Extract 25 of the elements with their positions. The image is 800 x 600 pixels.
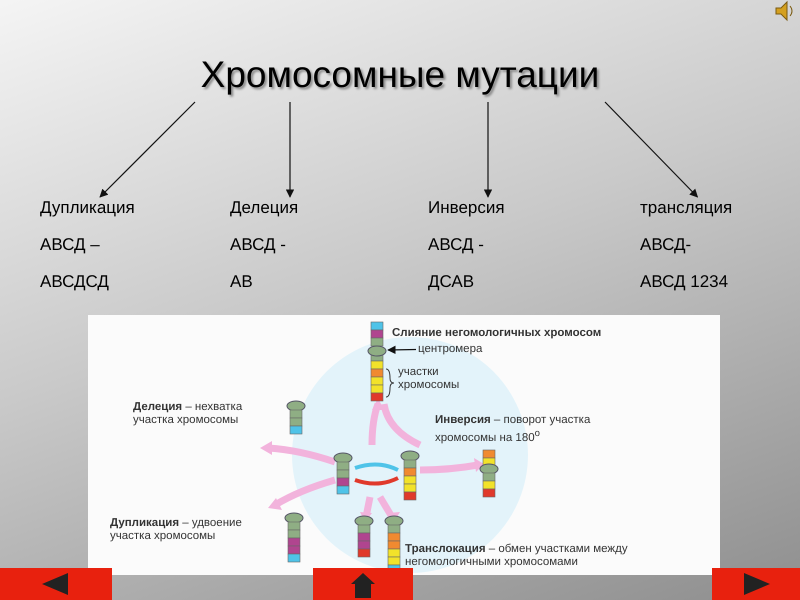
gene-sequence: АВСД – [40, 235, 101, 256]
gene-sequence: АВСД- [640, 235, 692, 256]
caption-text: Транслокация – обмен участками между негомологичными хромосомами [405, 543, 629, 569]
arrow [387, 346, 416, 354]
caption-text: Дупликация – удвоение участка хромосомы [110, 517, 243, 543]
gene-sequence: АВСД 1234 [640, 272, 730, 292]
arrow [484, 102, 492, 198]
mutation-name: Делеция [230, 198, 300, 219]
caption-text: Делеция – нехватка участка хромосомы [133, 401, 244, 427]
callout-text: центромера [418, 343, 488, 356]
gene-sequence: ДСАВ [428, 272, 476, 292]
mutation-name: Инверсия [428, 198, 506, 219]
gene-sequence: АВСД - [230, 235, 287, 256]
gene-sequence: АВ [230, 272, 254, 292]
caption-text: Инверсия – поворот участка хромосомы на 180$^{о}$ [435, 414, 592, 445]
arrow [99, 102, 196, 198]
mutation-name: Дупликация [40, 198, 136, 219]
gene-sequence: АВСД - [428, 235, 485, 256]
title-text: Хромосомные мутации [185, 50, 615, 100]
mutation-name: трансляция [640, 198, 734, 219]
arrow [286, 102, 294, 198]
caption-text: участки хромосомы [398, 366, 460, 392]
gene-sequence: АВСДСД [40, 272, 110, 292]
heading-text: Слияние негомологичных хромосом [392, 327, 602, 340]
arrow [604, 102, 698, 198]
